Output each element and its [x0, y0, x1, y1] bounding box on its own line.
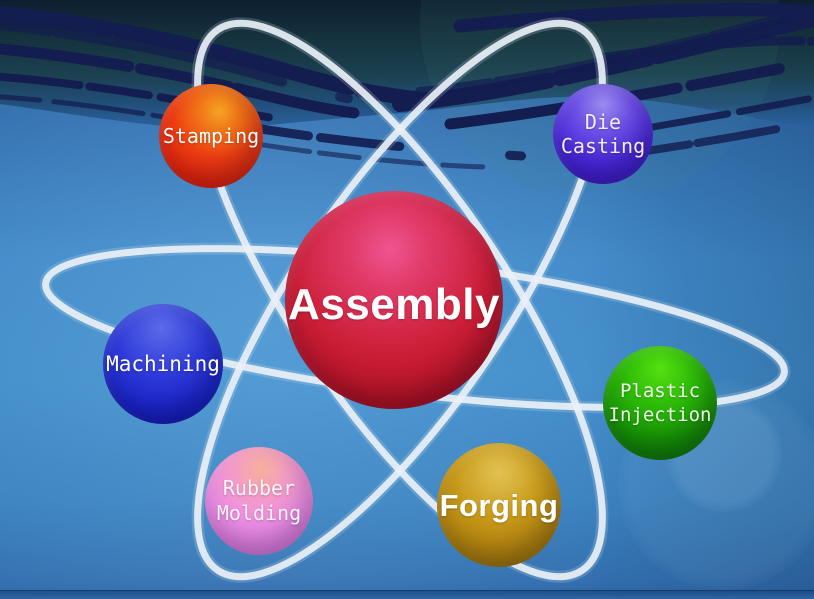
brush-stroke	[0, 94, 173, 121]
node-die-casting: Die Casting	[553, 84, 653, 184]
brush-stroke	[595, 36, 814, 63]
brush-stroke	[392, 10, 814, 112]
bottom-edge-strip	[0, 590, 814, 599]
node-machining: Machining	[103, 304, 223, 424]
brush-stroke	[0, 5, 438, 108]
node-stamping: Stamping	[159, 84, 263, 188]
node-assembly: Assembly	[285, 191, 503, 409]
node-forging-label: Forging	[439, 488, 559, 523]
node-plastic-injection-label: Plastic Injection	[608, 380, 712, 426]
brush-stroke	[0, 43, 416, 123]
brush-stroke	[453, 3, 814, 33]
node-rubber-molding: Rubber Molding	[205, 447, 313, 555]
brush-stroke	[0, 20, 435, 115]
node-machining-label: Machining	[106, 352, 220, 376]
node-stamping-label: Stamping	[162, 124, 260, 148]
brush-stroke	[444, 56, 814, 130]
node-assembly-label: Assembly	[288, 280, 500, 329]
brush-stroke	[636, 117, 814, 156]
node-rubber-molding-label: Rubber Molding	[216, 476, 302, 525]
node-plastic-injection: Plastic Injection	[603, 346, 717, 460]
node-forging: Forging	[437, 443, 561, 567]
node-die-casting-label: Die Casting	[560, 110, 646, 158]
